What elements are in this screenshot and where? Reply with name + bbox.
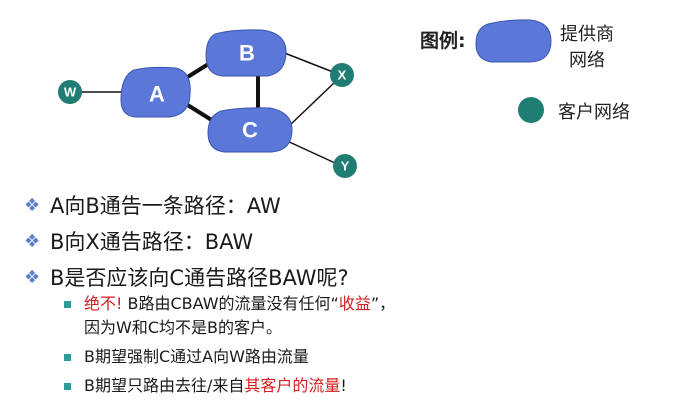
- legend-provider-line1: 提供商: [560, 24, 614, 45]
- customer-node-y: Y: [333, 154, 357, 178]
- node-label-w: W: [64, 85, 77, 100]
- bullet-item: ❖ B是否应该向C通告路径BAW呢?: [24, 260, 349, 296]
- sub-bullet-item: 绝不! B路由CBAW的流量没有任何“收益”， 因为W和C均不是B的客户。: [64, 292, 395, 340]
- sub-bullet-emphasis: 绝不!: [84, 294, 123, 313]
- legend-provider-line2: 网络: [569, 50, 605, 71]
- legend-provider-shape: [475, 19, 552, 63]
- bullet-item: ❖ A向B通告一条路径：AW: [24, 188, 349, 224]
- node-label-a: A: [149, 82, 165, 107]
- sub-bullet-text: B期望强制C通过A向W路由流量: [84, 347, 309, 366]
- square-bullet-icon: [64, 354, 71, 361]
- sub-bullet-text: B路由CBAW的流量没有任何“: [122, 294, 339, 313]
- bullet-text: A向B通告一条路径：AW: [50, 194, 281, 218]
- link-b-x: [281, 51, 334, 73]
- customer-node-x: X: [330, 63, 354, 87]
- sub-bullet-text: ”，: [370, 294, 396, 313]
- link-c-x: [289, 81, 336, 126]
- legend-customer-shape: [518, 97, 544, 123]
- node-label-c: C: [242, 118, 258, 143]
- sub-bullet-text: !: [340, 376, 347, 395]
- diamond-bullet-icon: ❖: [24, 195, 41, 216]
- legend-title: 图例:: [420, 30, 466, 52]
- diamond-bullet-icon: ❖: [24, 267, 41, 288]
- square-bullet-icon: [64, 301, 71, 308]
- legend-customer-label: 客户网络: [558, 102, 630, 123]
- customer-node-w: W: [58, 80, 82, 104]
- provider-node-b: B: [205, 29, 287, 77]
- sub-bullet-emphasis: 其客户的流量: [244, 376, 341, 395]
- network-diagram: A B C W X Y: [58, 19, 552, 178]
- bullet-text: B向X通告路径：BAW: [50, 230, 254, 254]
- sub-bullet-text: 因为W和C均不是B的客户。: [84, 318, 282, 337]
- square-bullet-icon: [64, 383, 71, 390]
- node-label-b: B: [239, 41, 255, 66]
- link-c-y: [284, 139, 336, 164]
- sub-bullet-text: B期望只路由去往/来自: [84, 376, 245, 395]
- node-label-x: X: [338, 68, 347, 83]
- diamond-bullet-icon: ❖: [24, 231, 41, 252]
- sub-bullet-list: 绝不! B路由CBAW的流量没有任何“收益”， 因为W和C均不是B的客户。 B期…: [64, 292, 395, 398]
- bullet-text: B是否应该向C通告路径BAW呢?: [50, 266, 349, 290]
- legend-provider-label: 提供商 网络: [557, 22, 617, 74]
- sub-bullet-item: B期望只路由去往/来自其客户的流量!: [64, 374, 395, 398]
- provider-node-c: C: [207, 107, 293, 153]
- main-bullet-list: ❖ A向B通告一条路径：AW ❖ B向X通告路径：BAW ❖ B是否应该向C通告…: [24, 188, 349, 296]
- bullet-item: ❖ B向X通告路径：BAW: [24, 224, 349, 260]
- sub-bullet-item: B期望强制C通过A向W路由流量: [64, 345, 395, 369]
- sub-bullet-emphasis: 收益: [338, 294, 371, 313]
- provider-node-a: A: [120, 66, 191, 118]
- node-label-y: Y: [341, 159, 350, 174]
